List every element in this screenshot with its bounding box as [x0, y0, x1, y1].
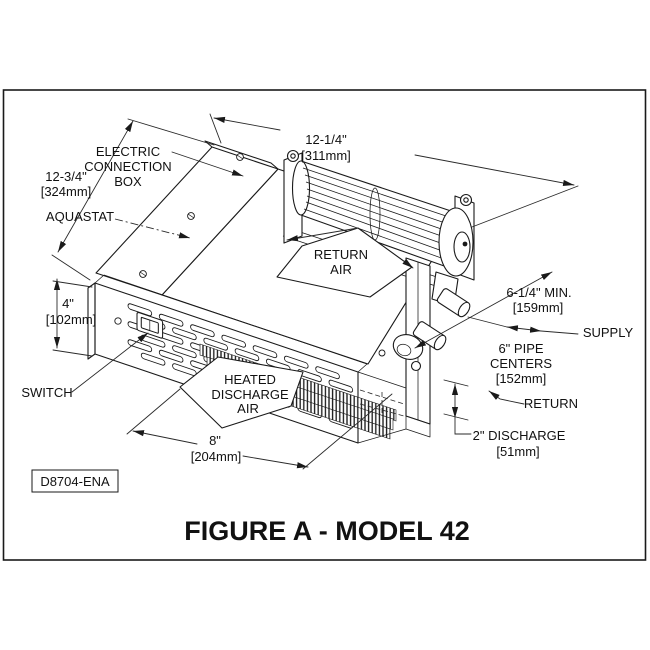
screw-icon	[114, 317, 122, 325]
dimension-depth: 12-3/4" [324mm]	[41, 118, 215, 281]
dim-discharge-height-in: 2" DISCHARGE	[473, 428, 566, 443]
dim-pipe-centers-mm: [152mm]	[496, 371, 547, 386]
dimension-length: 12-1/4" [311mm]	[209, 113, 579, 228]
dim-length-in: 12-1/4"	[305, 132, 347, 147]
dimension-discharge-height: 2" DISCHARGE [51mm]	[443, 379, 566, 459]
dimension-pipe-centers: 6" PIPE CENTERS [152mm] SUPPLY	[467, 316, 634, 386]
dim-length-mm: [311mm]	[301, 148, 351, 163]
return-leader: RETURN	[488, 390, 578, 411]
switch-label: SWITCH	[21, 385, 72, 400]
return-air-arrow: RETURN AIR	[276, 227, 414, 298]
screw-icon	[378, 349, 386, 357]
discharge-recess	[357, 349, 407, 444]
heated-discharge-air-arrow: HEATED DISCHARGE AIR	[179, 356, 304, 429]
electric-connection-box-callout: ELECTRIC CONNECTION BOX	[84, 144, 244, 189]
dim-pipe-centers-line2: CENTERS	[490, 356, 552, 371]
dimension-clearance: 6-1/4" MIN. [159mm]	[414, 271, 572, 349]
blower-cylinder	[291, 160, 453, 268]
heated-discharge-air-label: DISCHARGE	[211, 387, 289, 402]
dimension-discharge-width: 8" [204mm]	[126, 388, 393, 470]
dim-depth-mm: [324mm]	[41, 184, 92, 199]
electric-connection-box-label: ELECTRIC	[96, 144, 160, 159]
drawing-number-text: D8704-ENA	[40, 474, 110, 489]
dim-discharge-height-mm: [51mm]	[496, 444, 539, 459]
dim-depth-in: 12-3/4"	[45, 169, 87, 184]
return-air-label: RETURN	[314, 247, 368, 262]
heated-discharge-air-label: AIR	[237, 401, 259, 416]
dim-clearance-in: 6-1/4" MIN.	[506, 285, 571, 300]
dimension-height: 4" [102mm]	[46, 278, 97, 357]
drawing-number: D8704-ENA	[31, 469, 119, 493]
supply-label: SUPPLY	[583, 325, 634, 340]
electric-connection-box-label: BOX	[114, 174, 142, 189]
dim-discharge-width-mm: [204mm]	[191, 449, 242, 464]
dim-discharge-width-in: 8"	[209, 433, 221, 448]
electric-connection-box-label: CONNECTION	[84, 159, 171, 174]
power-switch	[136, 311, 164, 339]
switch-callout: SWITCH	[21, 332, 149, 400]
return-air-label: AIR	[330, 262, 352, 277]
heated-discharge-air-label: HEATED	[224, 372, 276, 387]
aquastat-label: AQUASTAT	[46, 209, 114, 224]
figure-title: FIGURE A - MODEL 42	[184, 516, 470, 546]
dim-pipe-centers-line1: 6" PIPE	[498, 341, 543, 356]
return-label: RETURN	[524, 396, 578, 411]
dim-clearance-mm: [159mm]	[513, 300, 564, 315]
dim-height-in: 4"	[62, 296, 74, 311]
drawing-border	[2, 89, 647, 561]
aquastat-callout: AQUASTAT	[46, 209, 191, 239]
dim-height-mm: [102mm]	[46, 312, 97, 327]
